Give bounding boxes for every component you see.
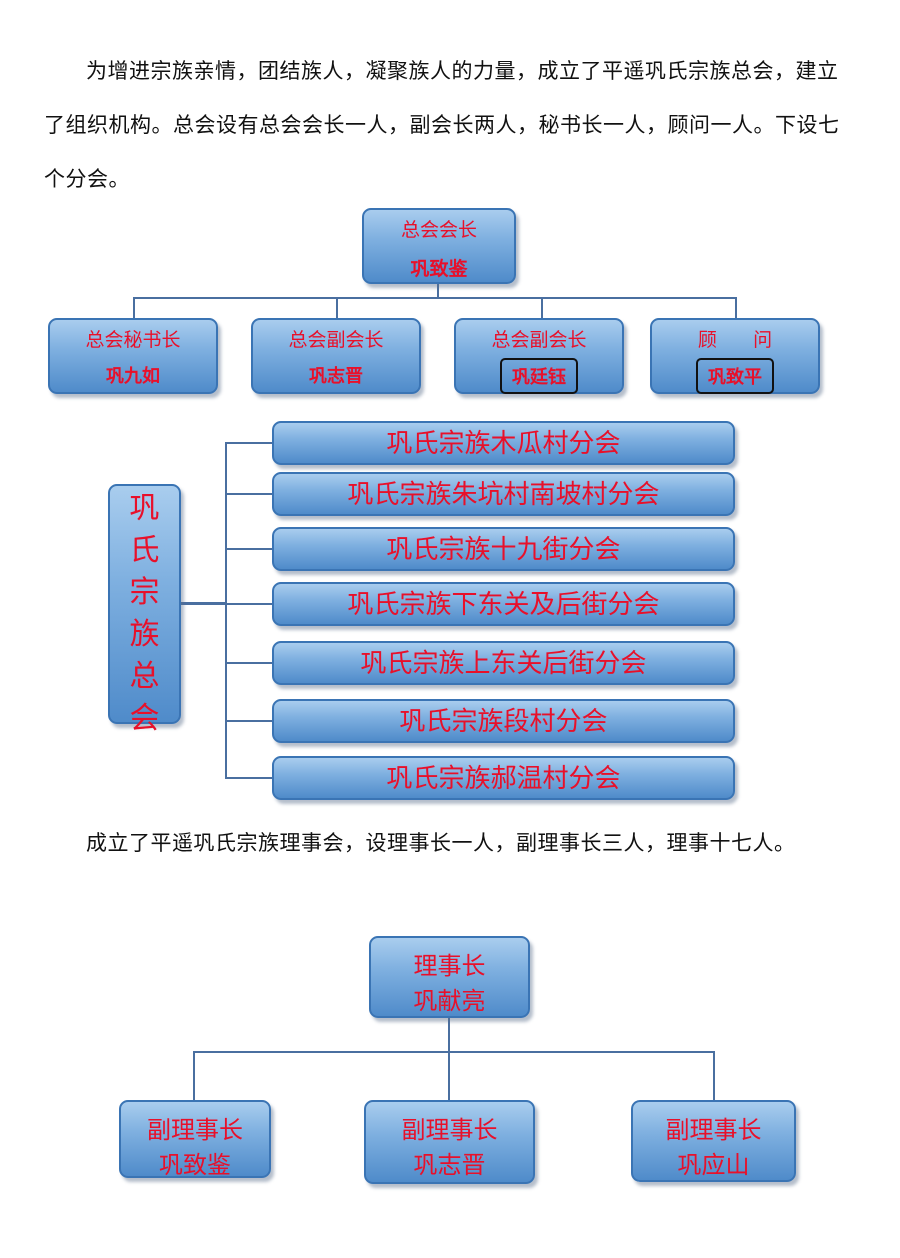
chairman-role: 理事长: [413, 952, 486, 980]
officer-box-advisor: 顾 问 巩致平: [650, 318, 820, 394]
connector-line: [225, 548, 273, 550]
root-char: 氏: [129, 533, 160, 568]
root-char: 族: [129, 617, 160, 652]
connector-line: [225, 603, 273, 605]
officer-name: 巩志晋: [309, 366, 363, 387]
vice-chairman-name: 巩志晋: [413, 1151, 486, 1179]
branch-box: 巩氏宗族木瓜村分会: [272, 421, 735, 465]
branch-box: 巩氏宗族下东关及后街分会: [272, 582, 735, 626]
connector-line: [133, 297, 737, 299]
branch-box: 巩氏宗族朱坑村南坡村分会: [272, 472, 735, 516]
vice-chairman-role: 副理事长: [401, 1116, 498, 1144]
connector-line: [225, 442, 227, 778]
root-char: 总: [129, 659, 160, 694]
root-char: 会: [129, 701, 160, 736]
connector-line: [225, 493, 273, 495]
branch-box: 巩氏宗族段村分会: [272, 699, 735, 743]
president-box: 总会会长 巩致鉴: [362, 208, 516, 284]
officer-role: 总会秘书长: [85, 329, 181, 351]
connector-line: [193, 1051, 195, 1101]
connector-line: [225, 777, 273, 779]
connector-line: [448, 1051, 450, 1101]
connector-line: [133, 297, 135, 319]
connector-line: [713, 1051, 715, 1101]
intro-paragraph: 为增进宗族亲情，团结族人，凝聚族人的力量，成立了平遥巩氏宗族总会，建立了组织机构…: [44, 59, 840, 191]
chairman-box: 理事长 巩献亮: [369, 936, 530, 1018]
president-role: 总会会长: [400, 219, 477, 241]
connector-line: [448, 1016, 450, 1052]
vice-chairman-box: 副理事长 巩志晋: [364, 1100, 535, 1184]
connector-line: [437, 283, 439, 298]
connector-line: [193, 1051, 715, 1053]
connector-line: [541, 297, 543, 319]
general-association-box: 巩 氏 宗 族 总 会: [108, 484, 181, 736]
vice-chairman-box: 副理事长 巩应山: [631, 1100, 796, 1182]
officer-role: 顾 问: [697, 329, 773, 351]
officer-name: 巩九如: [106, 366, 160, 387]
connector-line: [336, 297, 338, 319]
chairman-name: 巩献亮: [413, 987, 486, 1015]
connector-line: [225, 720, 273, 722]
officer-box-secretary: 总会秘书长 巩九如: [48, 318, 218, 394]
council-paragraph: 成立了平遥巩氏宗族理事会，设理事长一人，副理事长三人，理事十七人。: [86, 831, 796, 855]
officer-box-vice-2: 总会副会长 巩廷钰: [454, 318, 624, 394]
connector-line: [180, 602, 227, 605]
branch-box: 巩氏宗族郝温村分会: [272, 756, 735, 800]
vice-chairman-name: 巩致鉴: [159, 1151, 231, 1179]
vice-chairman-name: 巩应山: [677, 1151, 750, 1179]
connector-line: [225, 442, 273, 444]
root-char: 巩: [129, 491, 160, 526]
branch-box: 巩氏宗族上东关后街分会: [272, 641, 735, 685]
connector-line: [735, 297, 737, 319]
officer-name: 巩致平: [696, 358, 774, 394]
vice-chairman-role: 副理事长: [665, 1116, 762, 1144]
branch-box: 巩氏宗族十九街分会: [272, 527, 735, 571]
officer-box-vice-1: 总会副会长 巩志晋: [251, 318, 421, 394]
connector-line: [225, 662, 273, 664]
officer-name: 巩廷钰: [500, 358, 578, 394]
vice-chairman-box: 副理事长 巩致鉴: [119, 1100, 271, 1179]
officer-role: 总会副会长: [491, 329, 587, 351]
root-char: 宗: [129, 575, 160, 610]
president-name: 巩致鉴: [410, 258, 468, 280]
vice-chairman-role: 副理事长: [147, 1116, 243, 1144]
officer-role: 总会副会长: [288, 329, 384, 351]
